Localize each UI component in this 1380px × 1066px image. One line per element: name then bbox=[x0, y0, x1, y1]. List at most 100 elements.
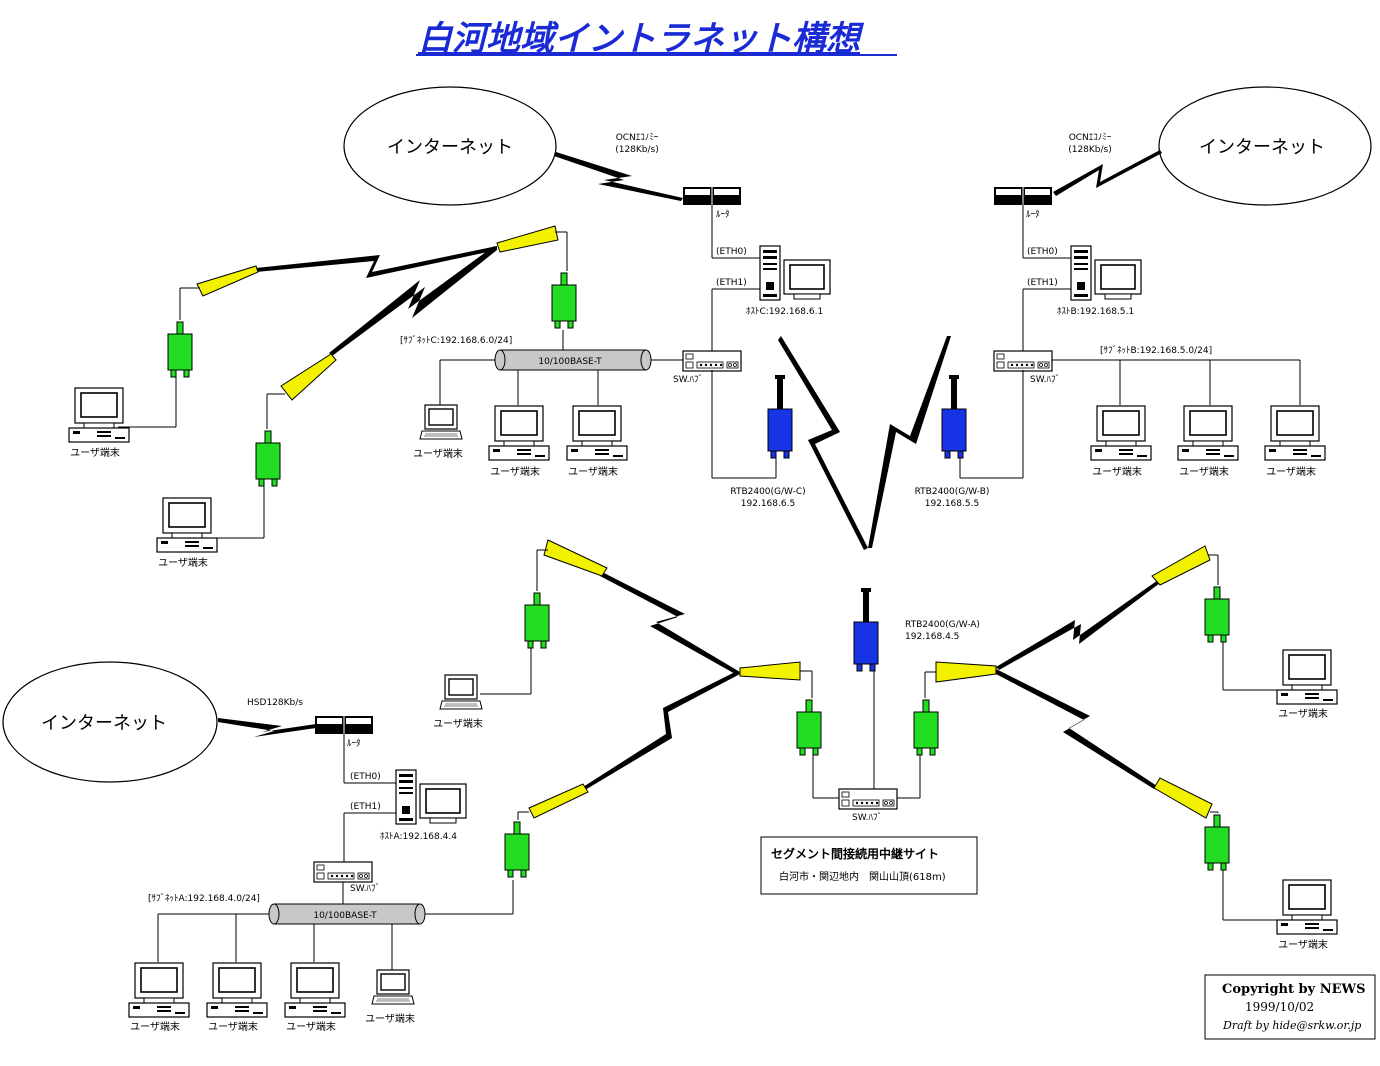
radio-link bbox=[996, 580, 1160, 670]
radio-unit bbox=[913, 699, 939, 756]
user-terminal-label: ユーザ端末 bbox=[130, 1020, 180, 1033]
internet-cloud-c: インターネット bbox=[343, 86, 557, 206]
radio-unit bbox=[255, 430, 281, 487]
radio-unit bbox=[796, 699, 822, 756]
relay-site-location: 白河市・関辺地内 関山山頂(618m) bbox=[779, 870, 946, 883]
user-laptop bbox=[371, 969, 415, 1005]
antenna bbox=[935, 661, 997, 683]
internet-label: インターネット bbox=[387, 137, 513, 158]
internet-label: インターネット bbox=[41, 713, 167, 734]
user-terminal-label: ユーザ端末 bbox=[413, 447, 463, 460]
gateway-b-model: RTB2400(G/W-B) bbox=[915, 487, 990, 497]
gateway-b bbox=[941, 374, 967, 459]
user-terminal-label: ユーザ端末 bbox=[1278, 938, 1328, 951]
wan-link-a bbox=[218, 718, 316, 737]
subnet-c-label: [ｻﾌﾞﾈｯﾄC:192.168.6.0/24] bbox=[400, 335, 512, 346]
user-laptop bbox=[439, 674, 483, 710]
eth1-label: (ETH1) bbox=[1027, 278, 1058, 288]
user-pc bbox=[206, 962, 268, 1018]
radio-unit bbox=[1204, 586, 1230, 643]
hub-label: SW.ﾊﾌﾞ bbox=[852, 812, 882, 823]
wan-link-label: (128Kb/s) bbox=[1068, 145, 1112, 155]
user-pc bbox=[566, 405, 628, 461]
radio-link bbox=[994, 669, 1157, 789]
radio-link bbox=[600, 572, 740, 675]
user-laptop bbox=[419, 404, 463, 440]
switch-hub-b bbox=[993, 350, 1053, 372]
gateway-a bbox=[853, 587, 879, 672]
radio-unit bbox=[551, 272, 577, 329]
antenna bbox=[196, 265, 259, 297]
switch-hub-relay bbox=[838, 788, 898, 810]
user-pc bbox=[1090, 405, 1152, 461]
router-label: ﾙｰﾀ bbox=[1026, 209, 1040, 220]
radio-unit bbox=[524, 592, 550, 649]
host-c bbox=[759, 245, 831, 301]
hub-label: SW.ﾊﾌﾞ bbox=[350, 883, 380, 894]
radio-link bbox=[256, 246, 497, 278]
backbone-c: 10/100BASE-T bbox=[494, 349, 652, 371]
hub-label: SW.ﾊﾌﾞ bbox=[673, 374, 703, 385]
radio-link-gw-b bbox=[868, 336, 951, 548]
copyright-date: 1999/10/02 bbox=[1245, 1000, 1314, 1014]
user-terminal-label: ユーザ端末 bbox=[365, 1012, 415, 1025]
user-terminal-label: ユーザ端末 bbox=[158, 556, 208, 569]
user-terminal-label: ユーザ端末 bbox=[568, 465, 618, 478]
gateway-b-ip: 192.168.5.5 bbox=[925, 499, 979, 509]
radio-link bbox=[583, 671, 740, 790]
backbone-a: 10/100BASE-T bbox=[268, 903, 426, 925]
gateway-a-model: RTB2400(G/W-A) bbox=[905, 620, 980, 630]
antenna bbox=[1151, 545, 1211, 586]
user-pc bbox=[1276, 879, 1338, 935]
switch-hub-a bbox=[313, 861, 373, 883]
radio-link bbox=[329, 246, 497, 356]
eth0-label: (ETH0) bbox=[350, 772, 381, 782]
gateway-c bbox=[767, 374, 793, 459]
internet-label: インターネット bbox=[1199, 137, 1325, 158]
eth1-label: (ETH1) bbox=[350, 802, 381, 812]
antenna bbox=[496, 225, 559, 253]
router-c bbox=[682, 186, 742, 206]
antenna bbox=[280, 353, 337, 401]
user-terminal-label: ユーザ端末 bbox=[1179, 465, 1229, 478]
user-pc bbox=[1177, 405, 1239, 461]
user-terminal-label: ユーザ端末 bbox=[1092, 465, 1142, 478]
backbone-label: 10/100BASE-T bbox=[538, 357, 602, 367]
host-c-label: ﾎｽﾄC:192.168.6.1 bbox=[746, 306, 823, 317]
host-b bbox=[1070, 245, 1142, 301]
hub-label: SW.ﾊﾌﾞ bbox=[1030, 374, 1060, 385]
user-pc bbox=[68, 387, 130, 443]
user-pc bbox=[156, 497, 218, 553]
relay-site-title: セグメント間接続用中継サイト bbox=[771, 846, 939, 861]
wan-link-b bbox=[1053, 150, 1162, 196]
gateway-c-model: RTB2400(G/W-C) bbox=[730, 487, 805, 497]
user-terminal-label: ユーザ端末 bbox=[70, 446, 120, 459]
wan-link-label: HSD128Kb/s bbox=[247, 698, 303, 708]
switch-hub-c bbox=[682, 350, 742, 372]
router-b bbox=[993, 186, 1053, 206]
router-a bbox=[314, 715, 374, 735]
copyright-box: Copyright by NEWS 1999/10/02 Draft by hi… bbox=[1204, 974, 1376, 1040]
antenna bbox=[528, 783, 589, 819]
user-terminal-label: ユーザ端末 bbox=[433, 717, 483, 730]
antenna bbox=[543, 539, 608, 577]
antenna bbox=[739, 661, 801, 681]
user-pc bbox=[128, 962, 190, 1018]
router-label: ﾙｰﾀ bbox=[347, 738, 361, 749]
eth0-label: (ETH0) bbox=[1027, 247, 1058, 257]
eth1-label: (ETH1) bbox=[716, 278, 747, 288]
radio-unit bbox=[504, 821, 530, 878]
user-pc bbox=[488, 405, 550, 461]
eth0-label: (ETH0) bbox=[716, 247, 747, 257]
user-terminal-label: ユーザ端末 bbox=[208, 1020, 258, 1033]
wan-link-label: OCNｴｺﾉﾐｰ bbox=[616, 133, 659, 143]
gateway-a-ip: 192.168.4.5 bbox=[905, 632, 959, 642]
host-a bbox=[395, 769, 467, 825]
page-title: 白河地域イントラネット構想 bbox=[418, 19, 865, 59]
backbone-label: 10/100BASE-T bbox=[313, 911, 377, 921]
wan-link-label: OCNｴｺﾉﾐｰ bbox=[1069, 133, 1112, 143]
internet-cloud-a: インターネット bbox=[2, 661, 218, 783]
host-a-label: ﾎｽﾄA:192.168.4.4 bbox=[380, 831, 457, 842]
